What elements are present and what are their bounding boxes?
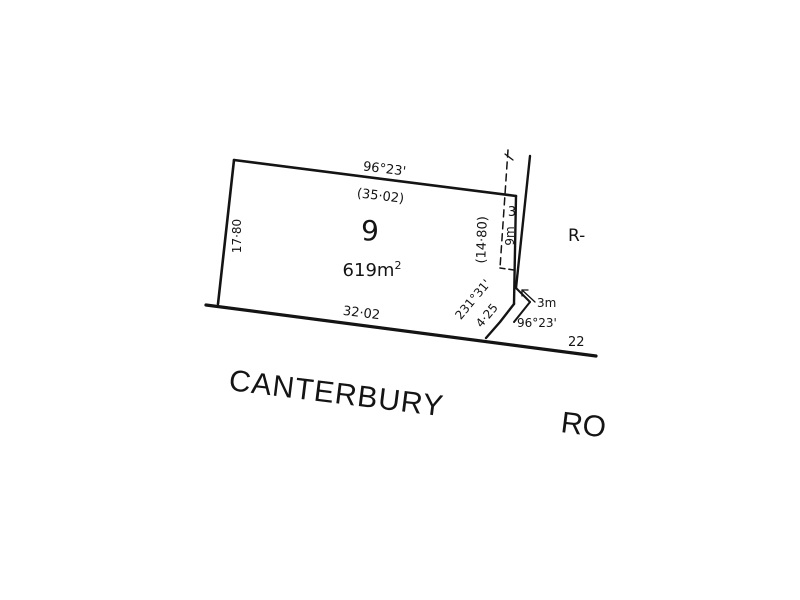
easement-code: 3 (508, 205, 516, 220)
reserve-label: R- (568, 226, 585, 246)
east-boundary-line (512, 194, 518, 306)
north-length-label: (35·02) (356, 186, 405, 207)
offset-pointer-arrow (521, 289, 536, 303)
easement-dashed-line (499, 149, 509, 269)
west-length-label: 17·80 (230, 219, 244, 253)
road-frontage-label: 22 (568, 335, 585, 350)
road-name-canterbury: CANTERBURY (227, 364, 446, 423)
easement-tick (504, 153, 514, 161)
adjacent-boundary-lower (515, 287, 531, 303)
lot-area-value: 619m (343, 260, 395, 281)
easement-width: 9m (503, 226, 517, 245)
road-boundary-line (204, 303, 598, 358)
south-length-label: 32·02 (342, 304, 381, 323)
easement-dashed-end (499, 267, 515, 271)
lot-area: 619m2 (343, 259, 402, 281)
west-boundary-line (216, 158, 236, 306)
offset-pointer-arrowhead (521, 289, 529, 297)
truncation-line (484, 302, 516, 340)
lot-number: 9 (361, 214, 379, 247)
adjacent-boundary-line (514, 154, 532, 290)
adjacent-boundary-truncation (513, 301, 531, 323)
offset-bearing-label: 96°23' (517, 316, 557, 330)
road-name-ro: RO (559, 406, 608, 444)
east-length-label: (14·80) (474, 216, 491, 264)
north-boundary-line (232, 158, 518, 198)
lot-area-superscript: 2 (394, 259, 401, 272)
north-bearing-label: 96°23' (362, 159, 407, 179)
offset-label: 3m (537, 296, 556, 310)
